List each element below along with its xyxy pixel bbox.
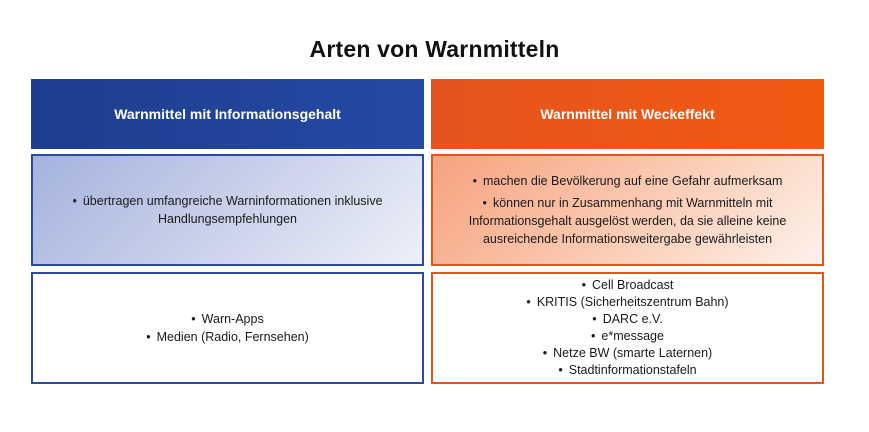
description-weckeffekt: machen die Bevölkerung auf eine Gefahr a…	[431, 154, 824, 266]
description-weckeffekt-list: machen die Bevölkerung auf eine Gefahr a…	[433, 172, 822, 248]
examples-informationsgehalt: Warn-Apps Medien (Radio, Fernsehen)	[31, 272, 424, 384]
example-item: DARC e.V.	[526, 311, 728, 328]
description-item: können nur in Zusammenhang mit Warnmitte…	[451, 194, 804, 248]
description-item: übertragen umfangreiche Warninformatione…	[51, 192, 404, 228]
header-weckeffekt-label: Warnmittel mit Weckeffekt	[540, 106, 715, 122]
examples-weckeffekt-list: Cell Broadcast KRITIS (Sicherheitszentru…	[508, 277, 746, 379]
header-informationsgehalt: Warnmittel mit Informationsgehalt	[31, 79, 424, 149]
example-item: Medien (Radio, Fernsehen)	[146, 328, 309, 346]
example-item: Warn-Apps	[146, 310, 309, 328]
examples-weckeffekt: Cell Broadcast KRITIS (Sicherheitszentru…	[431, 272, 824, 384]
diagram-title: Arten von Warnmitteln	[309, 36, 560, 62]
example-item: e*message	[526, 328, 728, 345]
description-informationsgehalt-list: übertragen umfangreiche Warninformatione…	[33, 192, 422, 228]
description-informationsgehalt: übertragen umfangreiche Warninformatione…	[31, 154, 424, 266]
header-weckeffekt: Warnmittel mit Weckeffekt	[431, 79, 824, 149]
example-item: Cell Broadcast	[526, 277, 728, 294]
example-item: KRITIS (Sicherheitszentrum Bahn)	[526, 294, 729, 311]
example-item: Netze BW (smarte Laternen)	[526, 345, 728, 362]
example-item: Stadtinformationstafeln	[526, 362, 728, 379]
description-item: machen die Bevölkerung auf eine Gefahr a…	[451, 172, 804, 190]
header-informationsgehalt-label: Warnmittel mit Informationsgehalt	[114, 106, 341, 122]
examples-informationsgehalt-list: Warn-Apps Medien (Radio, Fernsehen)	[128, 310, 327, 346]
